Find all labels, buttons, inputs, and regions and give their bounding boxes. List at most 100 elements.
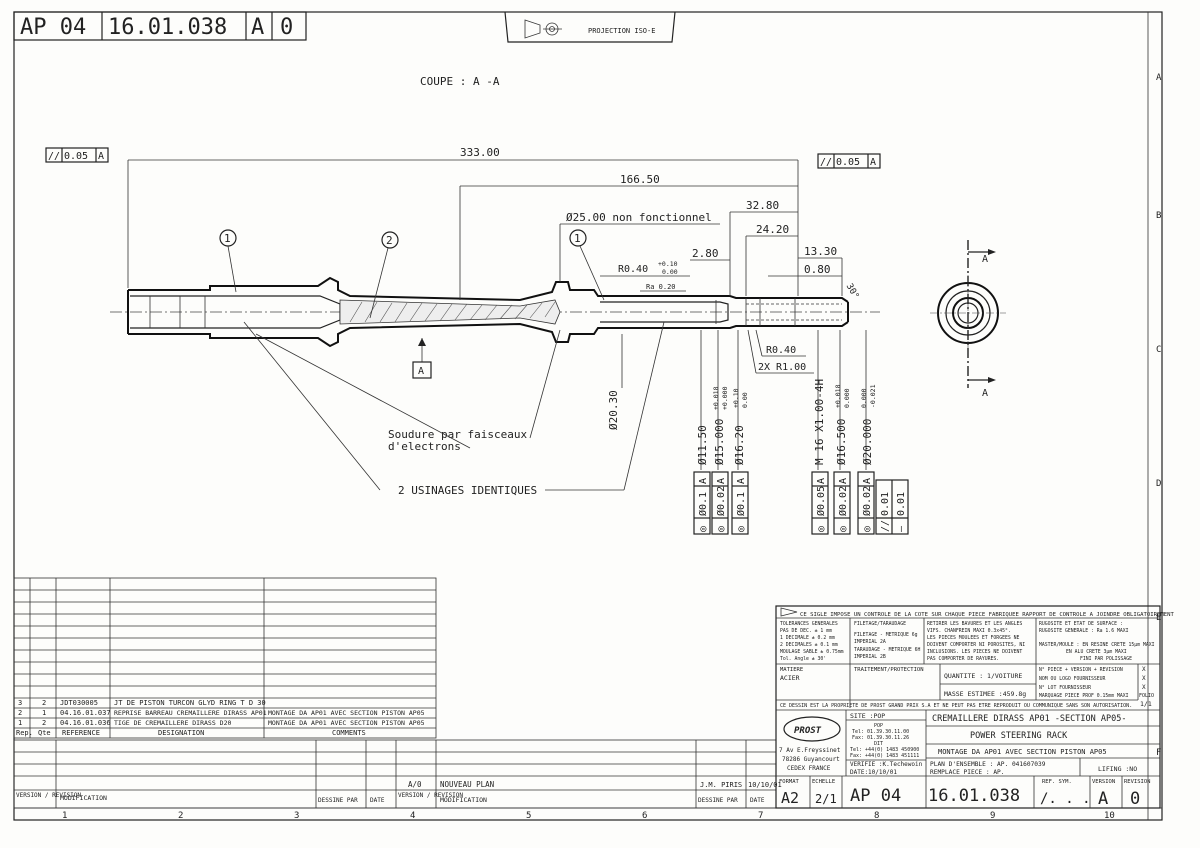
zone-col-5: 5 bbox=[526, 811, 531, 821]
svg-text:7 Av E.Freyssinet: 7 Av E.Freyssinet bbox=[779, 747, 841, 754]
svg-text:3: 3 bbox=[18, 699, 22, 707]
tb-note: CE SIGLE IMPOSE UN CONTROLE DE LA COTE S… bbox=[800, 612, 1174, 618]
svg-text:Ø0.02: Ø0.02 bbox=[715, 486, 727, 516]
vtol-4: ◎ Ø0.05 A bbox=[811, 471, 829, 535]
dim-r040-tol-up: +0.10 bbox=[658, 260, 678, 268]
title-block: CE SIGLE IMPOSE UN CONTROLE DE LA COTE S… bbox=[775, 605, 1174, 809]
svg-text:Tel: 01.39.30.11.00: Tel: 01.39.30.11.00 bbox=[852, 729, 909, 735]
svg-text:0.05: 0.05 bbox=[64, 151, 88, 162]
vtol-2: ◎ Ø0.02 A bbox=[711, 471, 729, 535]
note-soudure-2: d'electrons bbox=[388, 440, 461, 453]
vertical-tol-frames: ◎ Ø0.1 A ◎ Ø0.02 A ◎ Ø0.1 A ◎ Ø0.05 A bbox=[693, 471, 909, 535]
section-label: COUPE : A -A bbox=[420, 75, 500, 88]
dim-dia15-tol-up: +0.018 bbox=[712, 386, 720, 410]
svg-text:DIT: DIT bbox=[874, 741, 883, 747]
svg-text:A: A bbox=[698, 478, 709, 484]
dim-dia16-5-tol-up: +0.018 bbox=[834, 384, 842, 408]
svg-text:REFERENCE: REFERENCE bbox=[62, 729, 100, 737]
projection-box: PROJECTION ISO-E bbox=[504, 11, 676, 43]
svg-text:A: A bbox=[716, 478, 727, 484]
svg-text:MONTAGE DA AP01 AVEC SECTION P: MONTAGE DA AP01 AVEC SECTION PISTON AP05 bbox=[268, 719, 425, 727]
zone-col-10: 10 bbox=[1104, 811, 1115, 821]
svg-text:A: A bbox=[736, 478, 747, 484]
svg-text:1 DECIMALE ± 0.2 mm: 1 DECIMALE ± 0.2 mm bbox=[780, 635, 835, 641]
svg-text:DESSINE PAR: DESSINE PAR bbox=[318, 797, 358, 804]
svg-text:REMPLACE PIECE : AP.: REMPLACE PIECE : AP. bbox=[930, 769, 1005, 776]
svg-text:JT DE PISTON TURCON GLYD RING: JT DE PISTON TURCON GLYD RING T D 30 bbox=[114, 699, 266, 707]
prost-logo: PROST bbox=[794, 726, 822, 736]
svg-text:A: A bbox=[98, 151, 104, 162]
svg-text:FILETAGE - METRIQUE 6g: FILETAGE - METRIQUE 6g bbox=[854, 632, 918, 638]
svg-text:MODIFICATION: MODIFICATION bbox=[440, 796, 487, 804]
svg-text:Ø0.1: Ø0.1 bbox=[697, 492, 709, 516]
svg-text:DESIGNATION: DESIGNATION bbox=[158, 729, 204, 737]
prost-logo-icon bbox=[783, 716, 841, 742]
notes: Soudure par faisceaux d'electrons 2 USIN… bbox=[243, 321, 665, 497]
svg-text:RETIRER LES BAVURES ET LES ANG: RETIRER LES BAVURES ET LES ANGLES bbox=[927, 621, 1022, 627]
svg-text:0.05: 0.05 bbox=[836, 157, 860, 168]
dim-13: 13.30 bbox=[804, 245, 837, 258]
rev-version: A/0 bbox=[408, 780, 422, 789]
svg-text:TOLERANCES GENERALES: TOLERANCES GENERALES bbox=[780, 621, 838, 627]
balloon-2 bbox=[381, 231, 399, 249]
section-a-top: A bbox=[982, 254, 988, 265]
zone-row-c: C bbox=[1156, 345, 1161, 355]
dim-dia16-20: Ø16.20 bbox=[733, 425, 746, 465]
dim-r040: R0.40 bbox=[618, 264, 648, 275]
svg-text:2 DECIMALES ± 0.1 mm: 2 DECIMALES ± 0.1 mm bbox=[780, 642, 838, 648]
svg-text:X: X bbox=[1142, 666, 1146, 673]
svg-text://: // bbox=[48, 151, 60, 162]
vtol-6: ◎ Ø0.02 A bbox=[857, 471, 875, 535]
svg-text:IMPERIAL 2B: IMPERIAL 2B bbox=[854, 654, 886, 660]
vtol-5: ◎ Ø0.02 A bbox=[833, 471, 851, 535]
svg-text:VERSION: VERSION bbox=[1092, 779, 1115, 785]
svg-text:A: A bbox=[418, 366, 424, 377]
svg-text:MASTER/MOULE : EN RESINE CRETE: MASTER/MOULE : EN RESINE CRETE 15µm MAXI bbox=[1039, 642, 1155, 648]
code-number: 16.01.038 bbox=[108, 15, 227, 40]
balloon-1b bbox=[569, 229, 587, 247]
zone-col-6: 6 bbox=[642, 811, 647, 821]
svg-text:N° PIECE + VERSION + REVISION: N° PIECE + VERSION + REVISION bbox=[1039, 667, 1123, 673]
vtol-3: ◎ Ø0.1 A bbox=[731, 471, 749, 535]
svg-text:DATE: DATE bbox=[370, 797, 385, 804]
rev-by: J.M. PIRIS bbox=[700, 781, 742, 789]
svg-text:MASSE ESTIMEE :459.8g: MASSE ESTIMEE :459.8g bbox=[944, 690, 1026, 698]
svg-text:TIGE DE CREMAILLERE DIRASS D20: TIGE DE CREMAILLERE DIRASS D20 bbox=[114, 719, 231, 727]
svg-text:EN ALU CRETE 3µm MAXI: EN ALU CRETE 3µm MAXI bbox=[1066, 649, 1127, 655]
zone-col-3: 3 bbox=[294, 811, 299, 821]
svg-text:VERSION / REVISION: VERSION / REVISION bbox=[398, 792, 463, 799]
datum-a: A bbox=[412, 338, 432, 379]
svg-text:INCLUSIONS. LES PIECES NE DOIV: INCLUSIONS. LES PIECES NE DOIVENT bbox=[927, 649, 1022, 655]
zone-col-2: 2 bbox=[178, 811, 183, 821]
svg-text:SITE :POP: SITE :POP bbox=[850, 712, 885, 720]
svg-text:A: A bbox=[816, 478, 827, 484]
tb-scale: 2/1 bbox=[815, 792, 837, 806]
drawing-number-box: AP 04 16.01.038 A 0 bbox=[13, 11, 307, 41]
svg-text:FINI PAR POLISSAGE: FINI PAR POLISSAGE bbox=[1080, 656, 1132, 662]
dim-dia20-tol-up: 0.000 bbox=[860, 388, 868, 408]
svg-text:X: X bbox=[1142, 684, 1146, 691]
dim-2-8: 2.80 bbox=[692, 247, 719, 260]
svg-text:JDT030005: JDT030005 bbox=[60, 699, 98, 707]
dim-333: 333.00 bbox=[460, 146, 500, 159]
svg-text:2: 2 bbox=[18, 709, 22, 717]
svg-text:RUGOSITE ET ETAT DE SURFACE :: RUGOSITE ET ETAT DE SURFACE : bbox=[1039, 621, 1123, 627]
svg-text:MONTAGE DA AP01 AVEC SECTION P: MONTAGE DA AP01 AVEC SECTION PISTON AP05 bbox=[268, 709, 425, 717]
note-usinages: 2 USINAGES IDENTIQUES bbox=[398, 484, 537, 497]
svg-text:1: 1 bbox=[42, 709, 46, 717]
svg-text:DOIVENT COMPORTER NI POROSITES: DOIVENT COMPORTER NI POROSITES, NI bbox=[927, 642, 1025, 648]
svg-text:Tol. Angle ± 30': Tol. Angle ± 30' bbox=[780, 656, 826, 662]
svg-text:X: X bbox=[1142, 675, 1146, 682]
end-view: A A bbox=[930, 240, 1006, 399]
svg-text:REF. SYM.: REF. SYM. bbox=[1042, 779, 1072, 785]
tb-format: A2 bbox=[781, 789, 799, 807]
code-revision: 0 bbox=[280, 15, 293, 40]
revision-block: A/0 NOUVEAU PLAN J.M. PIRIS 10/10/01 VER… bbox=[13, 739, 782, 809]
surface-ra: Ra 0.20 bbox=[646, 283, 676, 291]
zone-col-1: 1 bbox=[62, 811, 67, 821]
svg-text:◎: ◎ bbox=[698, 526, 709, 532]
dim-0-8: 0.80 bbox=[804, 263, 831, 276]
svg-text:FILETAGE/TARAUDAGE: FILETAGE/TARAUDAGE bbox=[854, 621, 906, 627]
svg-text:PLAN D'ENSEMBLE : AP. 04160703: PLAN D'ENSEMBLE : AP. 041607039 bbox=[930, 761, 1046, 768]
dim-24: 24.20 bbox=[756, 223, 789, 236]
